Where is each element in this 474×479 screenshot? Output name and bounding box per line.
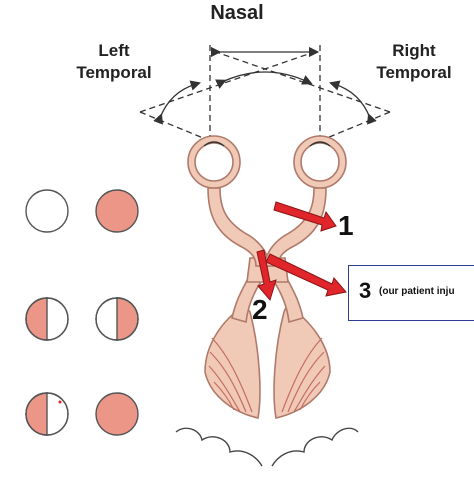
- lesion-3-callout: 3 (our patient inju: [348, 265, 474, 321]
- right-temporal-label: Right Temporal: [358, 40, 470, 84]
- visual-field-circles: [25, 189, 139, 436]
- optic-pathway: [187, 135, 347, 419]
- right-label-line2: Temporal: [376, 63, 452, 82]
- nasal-label: Nasal: [210, 2, 264, 24]
- lesion-arrow-2: [256, 249, 277, 302]
- brain-outline: [175, 427, 359, 467]
- left-label-line1: Left: [98, 41, 130, 60]
- callout-note: (our patient inju: [379, 286, 455, 297]
- field-deficit-row2-right: [116, 297, 139, 341]
- left-label-line2: Temporal: [76, 63, 152, 82]
- field-circle-row2-left: [25, 297, 69, 341]
- lesion-marker-2: 2: [252, 294, 268, 325]
- lesion-arrow-3: [265, 253, 347, 297]
- lesion-arrows: [256, 201, 347, 302]
- field-circle-row3-left: [25, 392, 69, 436]
- field-deficit-row2-left: [25, 297, 48, 341]
- lesion-arrow-1: [273, 201, 337, 232]
- lesion-marker-1: 1: [338, 210, 354, 241]
- visual-field-lines: [139, 45, 391, 141]
- right-label-line1: Right: [392, 41, 436, 60]
- field-deficit-row3-left: [25, 392, 48, 436]
- field-arcs: [153, 46, 377, 125]
- field-circle-row1-right: [95, 189, 139, 233]
- left-temporal-label: Left Temporal: [62, 40, 166, 84]
- field-circle-row1-left: [25, 189, 69, 233]
- field-circle-row2-right: [95, 297, 139, 341]
- lesion-marker-3: 3: [359, 278, 372, 303]
- field-circle-row3-right: [95, 392, 139, 436]
